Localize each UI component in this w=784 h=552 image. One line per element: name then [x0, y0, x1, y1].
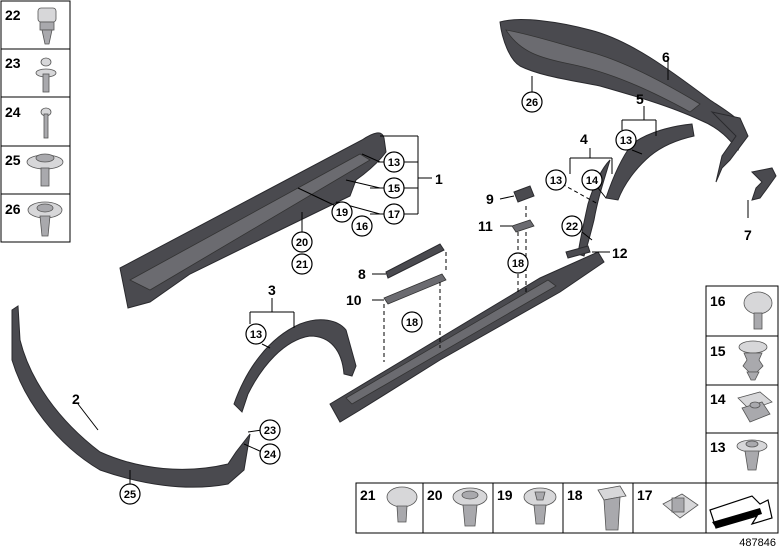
- callout-20: 20: [291, 231, 313, 253]
- spreader-rivet-icon: [523, 487, 557, 525]
- callout-24: 24: [259, 443, 281, 465]
- callout-23: 23: [259, 419, 281, 441]
- svg-text:13: 13: [250, 329, 262, 341]
- large-expanding-rivet-icon: [452, 487, 488, 527]
- svg-text:14: 14: [586, 175, 599, 187]
- callouts: 13 15 17 19 16 20 21 26 13 13 14 22 18 1…: [119, 91, 637, 505]
- left-col-label-5: 26: [5, 201, 21, 217]
- svg-text:26: 26: [526, 97, 538, 109]
- part-number-4: 4: [580, 131, 588, 147]
- sill-strip: [383, 243, 447, 305]
- callout-13: 13: [383, 151, 405, 173]
- callout-14: 14: [581, 169, 603, 191]
- push-clip-icon: [743, 291, 773, 330]
- right-col-label-4: 13: [710, 439, 726, 455]
- svg-text:16: 16: [356, 221, 368, 233]
- part-number-8: 8: [358, 266, 366, 282]
- rear-wheel-arch-trim: [605, 123, 695, 201]
- round-clip-icon: [386, 486, 418, 523]
- callout-18: 18: [507, 252, 529, 274]
- svg-text:15: 15: [388, 183, 400, 195]
- part-number-5: 5: [636, 91, 644, 107]
- flange-nut-icon: [26, 153, 64, 187]
- callout-21: 21: [291, 253, 313, 275]
- part-number-3: 3: [268, 282, 276, 298]
- svg-text:13: 13: [620, 135, 632, 147]
- svg-text:25: 25: [124, 489, 136, 501]
- right-col-label-3: 14: [710, 391, 726, 407]
- callout-13: 13: [245, 323, 267, 345]
- callout-13: 13: [545, 169, 567, 191]
- side-sill-right: [329, 251, 605, 423]
- bottom-row-label-4: 18: [567, 487, 583, 503]
- callout-17: 17: [383, 203, 405, 225]
- callout-18: 18: [401, 311, 423, 333]
- expanding-rivet-icon: [736, 439, 768, 471]
- rear-apron-trim: [499, 19, 749, 183]
- bottom-row-label-1: 21: [360, 487, 376, 503]
- callout-26: 26: [521, 91, 543, 113]
- part-number-9: 9: [486, 191, 494, 207]
- bottom-row-label-2: 20: [427, 487, 443, 503]
- svg-text:20: 20: [296, 237, 308, 249]
- svg-text:24: 24: [264, 449, 277, 461]
- fir-tree-clip-icon: [738, 340, 768, 381]
- small-cover: [511, 185, 535, 233]
- callout-19: 19: [331, 201, 353, 223]
- part-number-10: 10: [346, 292, 362, 308]
- svg-text:21: 21: [296, 259, 308, 271]
- svg-text:17: 17: [388, 209, 400, 221]
- part-number-12: 12: [612, 245, 628, 261]
- part-number-7: 7: [744, 227, 752, 243]
- front-wheel-arch-trim: [233, 319, 357, 413]
- part-number-6: 6: [662, 49, 670, 65]
- part-number-1: 1: [435, 171, 443, 187]
- right-col-label-1: 16: [710, 293, 726, 309]
- right-fastener-column: 16 15 14 13: [705, 285, 779, 485]
- left-col-label-3: 24: [5, 104, 21, 120]
- left-col-label-2: 23: [5, 55, 21, 71]
- side-sill-left: [119, 132, 387, 309]
- clip-nut-icon: [737, 391, 773, 423]
- leader-lines: [77, 60, 749, 486]
- svg-text:13: 13: [550, 175, 562, 187]
- svg-text:18: 18: [512, 258, 524, 270]
- sill-clip-icon: [597, 485, 627, 531]
- rivet-icon: [40, 107, 52, 139]
- left-fastener-column: 22 23 24 25 26: [0, 0, 71, 243]
- callout-25: 25: [119, 483, 141, 505]
- bottom-row-label-3: 19: [497, 487, 513, 503]
- right-col-label-2: 15: [710, 343, 726, 359]
- svg-text:22: 22: [566, 221, 578, 233]
- hex-bolt-icon: [37, 7, 57, 45]
- callout-13: 13: [615, 129, 637, 151]
- reference-number: 487846: [739, 537, 776, 549]
- bottom-fastener-row: 21 20 19 18 17: [355, 482, 779, 534]
- svg-text:23: 23: [264, 425, 276, 437]
- bottom-row-label-5: 17: [637, 487, 653, 503]
- speed-nut-icon: [662, 493, 699, 519]
- part-number-11: 11: [478, 218, 493, 234]
- svg-text:18: 18: [406, 317, 418, 329]
- callout-16: 16: [351, 215, 373, 237]
- part-numbers: 1 2 3 4 5 6 7 8 9 10 11 12: [72, 49, 752, 407]
- front-splitter: [11, 305, 251, 488]
- callout-22: 22: [561, 215, 583, 237]
- direction-arrow-icon: [709, 495, 773, 529]
- part-number-2: 2: [72, 391, 80, 407]
- callout-15: 15: [383, 177, 405, 199]
- washer-screw-icon: [35, 57, 57, 93]
- svg-text:13: 13: [388, 157, 400, 169]
- expanding-nut-icon: [27, 201, 63, 237]
- left-col-label-1: 22: [5, 7, 21, 23]
- rear-bracket: [747, 167, 777, 214]
- left-col-label-4: 25: [5, 152, 21, 168]
- svg-text:19: 19: [336, 207, 348, 219]
